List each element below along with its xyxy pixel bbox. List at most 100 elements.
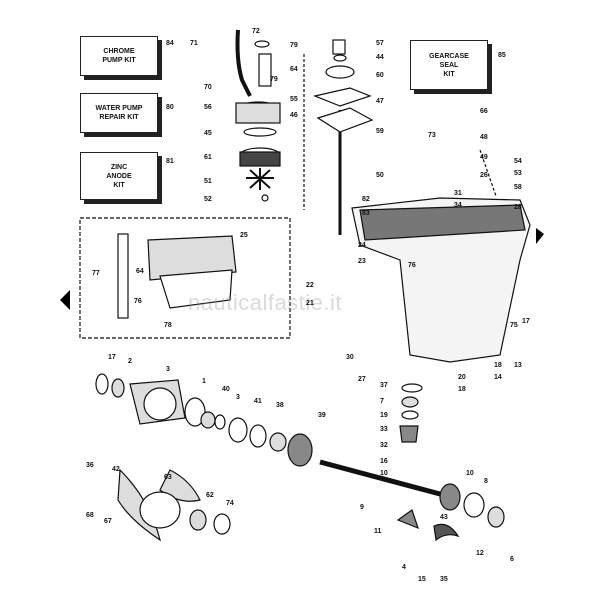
callout-2: 2 xyxy=(128,358,132,365)
callout-9: 9 xyxy=(360,504,364,511)
callout-76: 76 xyxy=(408,262,416,269)
callout-56: 56 xyxy=(204,104,212,111)
pinion-16 xyxy=(399,425,419,443)
grommet-79 xyxy=(254,40,270,48)
callout-77: 77 xyxy=(92,270,100,277)
callout-72: 72 xyxy=(252,28,260,35)
callout-67: 67 xyxy=(104,518,112,525)
exhaust-kit-outline xyxy=(79,217,291,339)
callout-52: 52 xyxy=(204,196,212,203)
callout-53: 53 xyxy=(514,170,522,177)
callout-83: 83 xyxy=(362,210,370,217)
callout-51: 51 xyxy=(204,178,212,185)
cradle-4 xyxy=(433,523,460,542)
callout-31: 31 xyxy=(454,190,462,197)
washer-32 xyxy=(401,410,419,420)
callout-37: 37 xyxy=(380,382,388,389)
chrome-pump-kit-box: CHROME PUMP KIT xyxy=(80,36,158,76)
callout-63: 63 xyxy=(164,474,172,481)
callout-25: 25 xyxy=(240,232,248,239)
gearcase-seal-kit-box: GEARCASE SEAL KIT xyxy=(410,40,488,90)
callout-68: 68 xyxy=(86,512,94,519)
gear-7 xyxy=(287,433,313,467)
callout-22: 22 xyxy=(306,282,314,289)
callout-24: 24 xyxy=(358,242,366,249)
callout-43: 43 xyxy=(440,514,448,521)
callout-14: 14 xyxy=(494,374,502,381)
callout-64: 64 xyxy=(136,268,144,275)
bearing-37 xyxy=(269,432,287,452)
callout-64: 64 xyxy=(290,66,298,73)
callout-32: 32 xyxy=(380,442,388,449)
callout-42: 42 xyxy=(112,466,120,473)
shift-lever-12 xyxy=(396,509,419,530)
callout-35: 35 xyxy=(440,576,448,583)
callout-73: 73 xyxy=(428,132,436,139)
callout-27: 27 xyxy=(358,376,366,383)
callout-1: 1 xyxy=(202,378,206,385)
callout-17: 17 xyxy=(108,354,116,361)
arrow-right xyxy=(536,228,544,244)
callout-7: 7 xyxy=(380,398,384,405)
callout-62: 62 xyxy=(206,492,214,499)
callout-34: 34 xyxy=(454,202,462,209)
callout-74: 74 xyxy=(226,500,234,507)
callout-38: 38 xyxy=(276,402,284,409)
callout-50: 50 xyxy=(376,172,384,179)
callout-17: 17 xyxy=(522,318,530,325)
callout-81: 81 xyxy=(166,158,174,165)
callout-48: 48 xyxy=(480,134,488,141)
callout-58: 58 xyxy=(514,184,522,191)
callout-8: 8 xyxy=(484,478,488,485)
callout-45: 45 xyxy=(204,130,212,137)
callout-79: 79 xyxy=(270,76,278,83)
bushing-57 xyxy=(332,39,346,55)
callout-40: 40 xyxy=(222,386,230,393)
callout-20: 20 xyxy=(458,374,466,381)
callout-59: 59 xyxy=(376,128,384,135)
watermark-text: nauticalfastie.it xyxy=(188,290,343,315)
callout-10: 10 xyxy=(466,470,474,477)
callout-28: 28 xyxy=(514,204,522,211)
callout-47: 47 xyxy=(376,98,384,105)
key-52 xyxy=(261,194,269,202)
callout-11: 11 xyxy=(374,528,382,535)
callout-75: 75 xyxy=(510,322,518,329)
callout-30: 30 xyxy=(346,354,354,361)
water-pump-kit-box: WATER PUMP REPAIR KIT xyxy=(80,93,158,133)
seal-44 xyxy=(333,54,347,62)
callout-16: 16 xyxy=(380,458,388,465)
callout-18: 18 xyxy=(494,362,502,369)
callout-49: 49 xyxy=(480,154,488,161)
gearcase-top xyxy=(359,204,526,241)
seal-2 xyxy=(95,373,109,395)
o-ring-40 xyxy=(184,397,206,427)
bearing-15 xyxy=(487,506,505,528)
ring-41 xyxy=(214,414,226,430)
impeller-housing-body xyxy=(239,151,281,167)
leader-gearcase xyxy=(479,149,497,197)
callout-23: 23 xyxy=(358,258,366,265)
callout-57: 57 xyxy=(376,40,384,47)
callout-36: 36 xyxy=(86,462,94,469)
callout-33: 33 xyxy=(380,426,388,433)
retainer-38 xyxy=(228,417,248,443)
callout-19: 19 xyxy=(380,412,388,419)
callout-78: 78 xyxy=(164,322,172,329)
prop-hub xyxy=(139,491,181,529)
spacer-65 xyxy=(213,513,231,535)
gasket-47 xyxy=(312,87,372,107)
water-tube xyxy=(235,29,252,97)
pump-tube-64 xyxy=(258,53,272,87)
exhaust-housing-lower xyxy=(159,269,233,309)
callout-18: 18 xyxy=(458,386,466,393)
callout-13: 13 xyxy=(514,362,522,369)
callout-41: 41 xyxy=(254,398,262,405)
impeller-51 xyxy=(246,168,274,190)
thrust-washer-69 xyxy=(189,509,207,531)
callout-82: 82 xyxy=(362,196,370,203)
callout-46: 46 xyxy=(290,112,298,119)
callout-26: 26 xyxy=(480,172,488,179)
pump-housing-body xyxy=(235,102,281,124)
